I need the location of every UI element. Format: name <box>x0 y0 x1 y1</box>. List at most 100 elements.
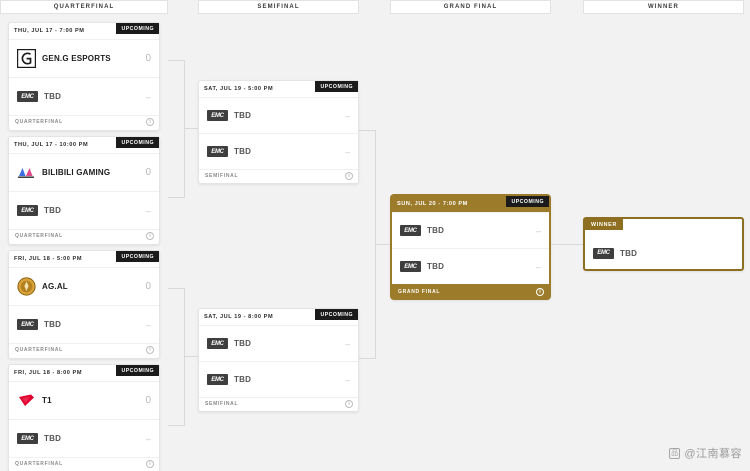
match-stage-label: QUARTERFINAL <box>15 347 63 353</box>
match-header: THU, JUL 17 - 7:00 PM UPCOMING <box>9 23 159 39</box>
info-icon[interactable]: i <box>146 460 154 468</box>
match-stage-label: QUARTERFINAL <box>15 119 63 125</box>
team-score: – <box>145 205 151 216</box>
info-icon[interactable]: i <box>345 400 353 408</box>
tbd-logo: EMC <box>207 146 228 157</box>
team-row[interactable]: EMC TBD – <box>392 248 549 284</box>
match-footer: SEMIFINAL i <box>199 169 358 182</box>
team-row[interactable]: T1 0 <box>9 381 159 419</box>
team-row[interactable]: EMC TBD – <box>392 212 549 248</box>
team-row[interactable]: EMC TBD – <box>199 97 358 133</box>
round-header-label: SEMIFINAL <box>257 4 300 10</box>
match-card-grand-final[interactable]: SUN, JUL 20 - 7:00 PM UPCOMING EMC TBD –… <box>390 194 551 300</box>
match-date: THU, JUL 17 - 7:00 PM <box>14 28 85 34</box>
team-score: – <box>535 261 541 272</box>
team-score: – <box>145 91 151 102</box>
winner-card[interactable]: WINNER EMC TBD <box>583 217 744 271</box>
info-icon[interactable]: i <box>345 172 353 180</box>
connector-line <box>168 425 184 426</box>
round-header-label: GRAND FINAL <box>443 4 498 10</box>
round-header-semifinal: SEMIFINAL <box>198 0 359 14</box>
match-footer: SEMIFINAL i <box>199 397 358 410</box>
team-row[interactable]: EMC TBD – <box>9 77 159 115</box>
match-header: FRI, JUL 18 - 8:00 PM UPCOMING <box>9 365 159 381</box>
status-badge: UPCOMING <box>315 309 358 320</box>
team-row[interactable]: EMC TBD – <box>9 191 159 229</box>
team-name: TBD <box>44 320 62 329</box>
tbd-logo-text: EMC <box>211 148 224 155</box>
team-row[interactable]: BILIBILI GAMING 0 <box>9 153 159 191</box>
tbd-logo: EMC <box>17 433 38 444</box>
team-name: TBD <box>234 339 252 348</box>
geng-logo <box>17 49 36 68</box>
match-stage-label: QUARTERFINAL <box>15 461 63 467</box>
match-date: FRI, JUL 18 - 8:00 PM <box>14 370 83 376</box>
info-icon[interactable]: i <box>146 118 154 126</box>
match-stage-label: GRAND FINAL <box>398 288 441 295</box>
match-card-qf2[interactable]: THU, JUL 17 - 10:00 PM UPCOMING BILIBILI… <box>8 136 160 245</box>
team-name: TBD <box>234 147 252 156</box>
round-header-grand-final: GRAND FINAL <box>390 0 551 14</box>
team-score: – <box>344 374 350 385</box>
team-row[interactable]: EMC TBD – <box>9 419 159 457</box>
team-score: 0 <box>145 281 151 292</box>
match-header: THU, JUL 17 - 10:00 PM UPCOMING <box>9 137 159 153</box>
match-footer: GRAND FINAL i <box>392 284 549 299</box>
team-score: – <box>535 225 541 236</box>
tbd-logo-text: EMC <box>211 376 224 383</box>
connector-line <box>168 60 184 61</box>
match-header: SAT, JUL 19 - 8:00 PM UPCOMING <box>199 309 358 325</box>
round-header-label: QUARTERFINAL <box>53 4 115 10</box>
team-row[interactable]: AG.AL 0 <box>9 267 159 305</box>
info-icon[interactable]: i <box>146 232 154 240</box>
info-icon[interactable]: i <box>146 346 154 354</box>
round-header-winner: WINNER <box>583 0 744 14</box>
connector-line <box>375 244 390 245</box>
team-name: TBD <box>234 111 252 120</box>
match-card-qf1[interactable]: THU, JUL 17 - 7:00 PM UPCOMING GEN.G ESP… <box>8 22 160 131</box>
connector-line <box>184 60 185 198</box>
connector-line <box>184 128 198 129</box>
match-card-sf1[interactable]: SAT, JUL 19 - 5:00 PM UPCOMING EMC TBD –… <box>198 80 359 184</box>
team-row[interactable]: EMC TBD – <box>199 361 358 397</box>
match-date: THU, JUL 17 - 10:00 PM <box>14 142 89 148</box>
status-badge: UPCOMING <box>116 23 159 34</box>
info-icon[interactable]: i <box>536 287 544 296</box>
team-row[interactable]: EMC TBD <box>585 235 742 271</box>
status-badge: UPCOMING <box>116 137 159 148</box>
team-score: – <box>145 319 151 330</box>
team-row[interactable]: GEN.G ESPORTS 0 <box>9 39 159 77</box>
connector-line <box>168 197 184 198</box>
connector-line <box>551 244 583 245</box>
team-row[interactable]: EMC TBD – <box>199 133 358 169</box>
tbd-logo: EMC <box>593 247 614 259</box>
match-footer: QUARTERFINAL i <box>9 343 159 356</box>
status-badge: UPCOMING <box>506 196 549 207</box>
match-card-qf4[interactable]: FRI, JUL 18 - 8:00 PM UPCOMING T1 0 EMC <box>8 364 160 471</box>
tbd-logo-text: EMC <box>21 207 34 214</box>
status-badge: UPCOMING <box>315 81 358 92</box>
tbd-logo-text: EMC <box>404 263 417 270</box>
match-stage-label: QUARTERFINAL <box>15 233 63 239</box>
tbd-logo-text: EMC <box>21 93 34 100</box>
tbd-logo: EMC <box>17 91 38 102</box>
t1-logo <box>17 391 36 410</box>
team-row[interactable]: EMC TBD – <box>199 325 358 361</box>
status-badge: UPCOMING <box>116 251 159 262</box>
watermark-text: @江南慕容 <box>684 448 742 460</box>
agal-logo <box>17 277 36 296</box>
match-card-sf2[interactable]: SAT, JUL 19 - 8:00 PM UPCOMING EMC TBD –… <box>198 308 359 412</box>
tbd-logo-text: EMC <box>211 112 224 119</box>
team-name: GEN.G ESPORTS <box>42 54 111 63</box>
winner-header: WINNER <box>585 219 742 235</box>
team-name: TBD <box>427 226 445 235</box>
team-name: AG.AL <box>42 282 68 291</box>
connector-line <box>184 288 185 426</box>
match-header: SAT, JUL 19 - 5:00 PM UPCOMING <box>199 81 358 97</box>
tbd-logo: EMC <box>17 205 38 216</box>
team-row[interactable]: EMC TBD – <box>9 305 159 343</box>
match-date: FRI, JUL 18 - 5:00 PM <box>14 256 83 262</box>
match-footer: QUARTERFINAL i <box>9 229 159 242</box>
match-card-qf3[interactable]: FRI, JUL 18 - 5:00 PM UPCOMING AG.AL 0 E… <box>8 250 160 359</box>
